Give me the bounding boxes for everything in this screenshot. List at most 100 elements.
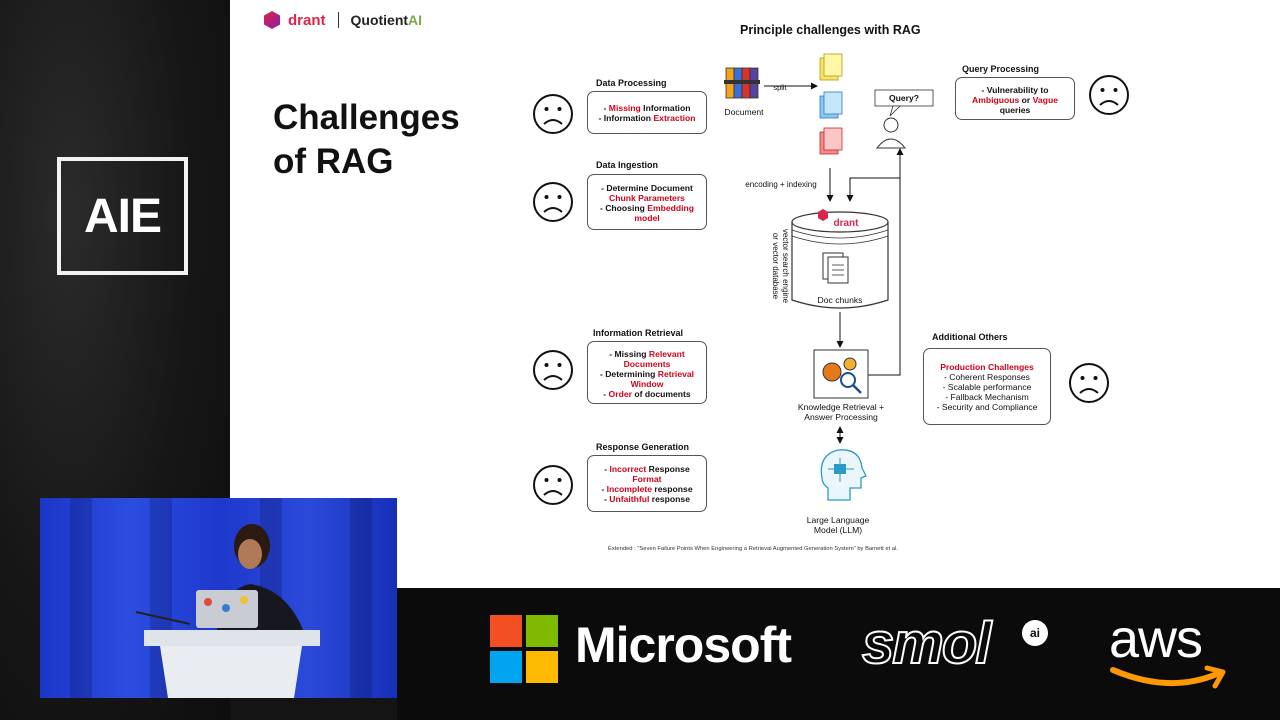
brand-divider [337, 12, 339, 28]
qdrant-wordmark: drant [288, 11, 326, 29]
challenge-text: Response [646, 464, 690, 474]
highlighted-term: Extraction [653, 113, 696, 123]
llm-label: Large Language Model (LLM) [790, 515, 886, 535]
knowledge-retrieval-label: Knowledge Retrieval + Answer Processing [786, 402, 896, 422]
challenge-line: - Vulnerability to [956, 85, 1074, 95]
knowledge-retrieval-label-2: Answer Processing [804, 412, 878, 422]
challenge-line: - Unfaithful response [588, 494, 706, 504]
vector-database-icon [791, 209, 889, 309]
challenge-text: - Security and Compliance [936, 402, 1038, 412]
sad-face-icon [1069, 363, 1109, 403]
challenge-text: - Scalable performance [942, 382, 1032, 392]
challenge-line: - Incorrect Response [588, 464, 706, 474]
encoding-indexing-label: encoding + indexing [745, 180, 817, 189]
microsoft-wordmark: Microsoft [575, 617, 792, 673]
speaker-video-feed [40, 498, 397, 698]
section-title-data-ingestion: Data Ingestion [596, 160, 659, 170]
highlighted-term: Incorrect [609, 464, 647, 474]
llm-head-icon [820, 449, 867, 501]
query-bubble [874, 89, 934, 117]
stage-curtain [70, 498, 92, 698]
challenge-text: - [603, 103, 609, 113]
challenge-line: model [588, 213, 706, 223]
challenge-line: Documents [588, 359, 706, 369]
sad-face-icon [1089, 75, 1129, 115]
section-title-information-retrieval: Information Retrieval [593, 328, 684, 338]
challenge-text: - Missing [609, 349, 649, 359]
challenge-text: - Fallback Mechanism [945, 392, 1029, 402]
highlighted-term: Order [608, 389, 632, 399]
challenge-line: - Scalable performance [924, 382, 1050, 392]
document-label: Document [724, 107, 764, 117]
smol-ai-badge: ai [1022, 620, 1048, 646]
challenge-text: or [1019, 95, 1033, 105]
highlighted-term: Documents [623, 359, 671, 369]
microsoft-logo-icon [490, 615, 558, 683]
challenge-line: - Missing Information [588, 103, 706, 113]
knowledge-retrieval-label-1: Knowledge Retrieval + [797, 402, 885, 412]
presentation-slide: drant QuotientAI Challenges of RAG Princ… [230, 0, 1280, 588]
challenge-text: - [604, 494, 610, 504]
stage-curtain [350, 498, 372, 698]
highlighted-term: Incomplete [606, 484, 652, 494]
highlighted-term: Missing [608, 103, 641, 113]
yellow-doc-icon [819, 53, 843, 81]
highlighted-term: Embedding [647, 203, 695, 213]
section-title-query-processing: Query Processing [962, 64, 1040, 74]
vector-search-label-1: vector search engine [781, 228, 790, 304]
highlighted-term: Window [630, 379, 664, 389]
sad-face-icon [533, 94, 573, 134]
gears-magnifier-icon [813, 349, 869, 399]
challenge-text: - Vulnerability to [981, 85, 1049, 95]
challenge-text: response [649, 494, 690, 504]
highlighted-term: Ambiguous [972, 95, 1020, 105]
qdrant-logo-icon [264, 11, 280, 29]
challenge-line: - Security and Compliance [924, 402, 1050, 412]
challenge-text: Information [640, 103, 691, 113]
highlighted-term: Format [632, 474, 662, 484]
quotient-wordmark-main: Quotient [350, 12, 409, 28]
challenge-text: - Determine Document [601, 183, 693, 193]
challenge-text: queries [999, 105, 1031, 115]
slide-brand-bar: drant QuotientAI [264, 11, 422, 29]
highlighted-term: Unfaithful [609, 494, 650, 504]
smol-wordmark: smol [861, 610, 992, 677]
highlighted-term: Relevant [648, 349, 685, 359]
challenge-line: - Choosing Embedding [588, 203, 706, 213]
quotient-wordmark-ai: AI [408, 12, 423, 28]
highlighted-term: Retrieval [657, 369, 695, 379]
challenge-text: - [603, 389, 609, 399]
highlighted-term: Chunk Parameters [609, 193, 685, 203]
highlighted-term: Production Challenges [940, 362, 1034, 372]
challenge-text: - Choosing [599, 203, 648, 213]
challenge-line: - Determining Retrieval [588, 369, 706, 379]
aie-logo-text: AIE [83, 189, 162, 243]
blue-doc-icon [819, 91, 843, 119]
highlighted-term: Vague [1032, 95, 1058, 105]
aws-wordmark: aws [1109, 609, 1203, 669]
challenge-line: Format [588, 474, 706, 484]
challenge-text: - Information [598, 113, 654, 123]
section-title-data-processing: Data Processing [596, 78, 667, 88]
query-label: Query? [888, 93, 920, 103]
challenge-line: Ambiguous or Vague [956, 95, 1074, 105]
challenge-line: - Missing Relevant [588, 349, 706, 359]
citation-footnote: Extended : "Seven Failure Points When En… [608, 546, 898, 552]
slide-title-line-2: of RAG [273, 142, 394, 181]
challenge-line: Production Challenges [924, 362, 1050, 372]
vector-search-label-2: or vector database [771, 232, 780, 300]
challenge-line: - Fallback Mechanism [924, 392, 1050, 402]
document-binders-icon [724, 67, 760, 99]
section-title-additional-others: Additional Others [932, 332, 1008, 342]
highlighted-term: model [634, 213, 660, 223]
challenge-line: - Coherent Responses [924, 372, 1050, 382]
split-label: split [773, 83, 787, 92]
challenge-text: - Determining [599, 369, 658, 379]
slide-title: Challenges of RAG [273, 96, 503, 184]
challenge-line: - Determine Document [588, 183, 706, 193]
challenge-line: Window [588, 379, 706, 389]
aie-logo: AIE [57, 157, 188, 275]
